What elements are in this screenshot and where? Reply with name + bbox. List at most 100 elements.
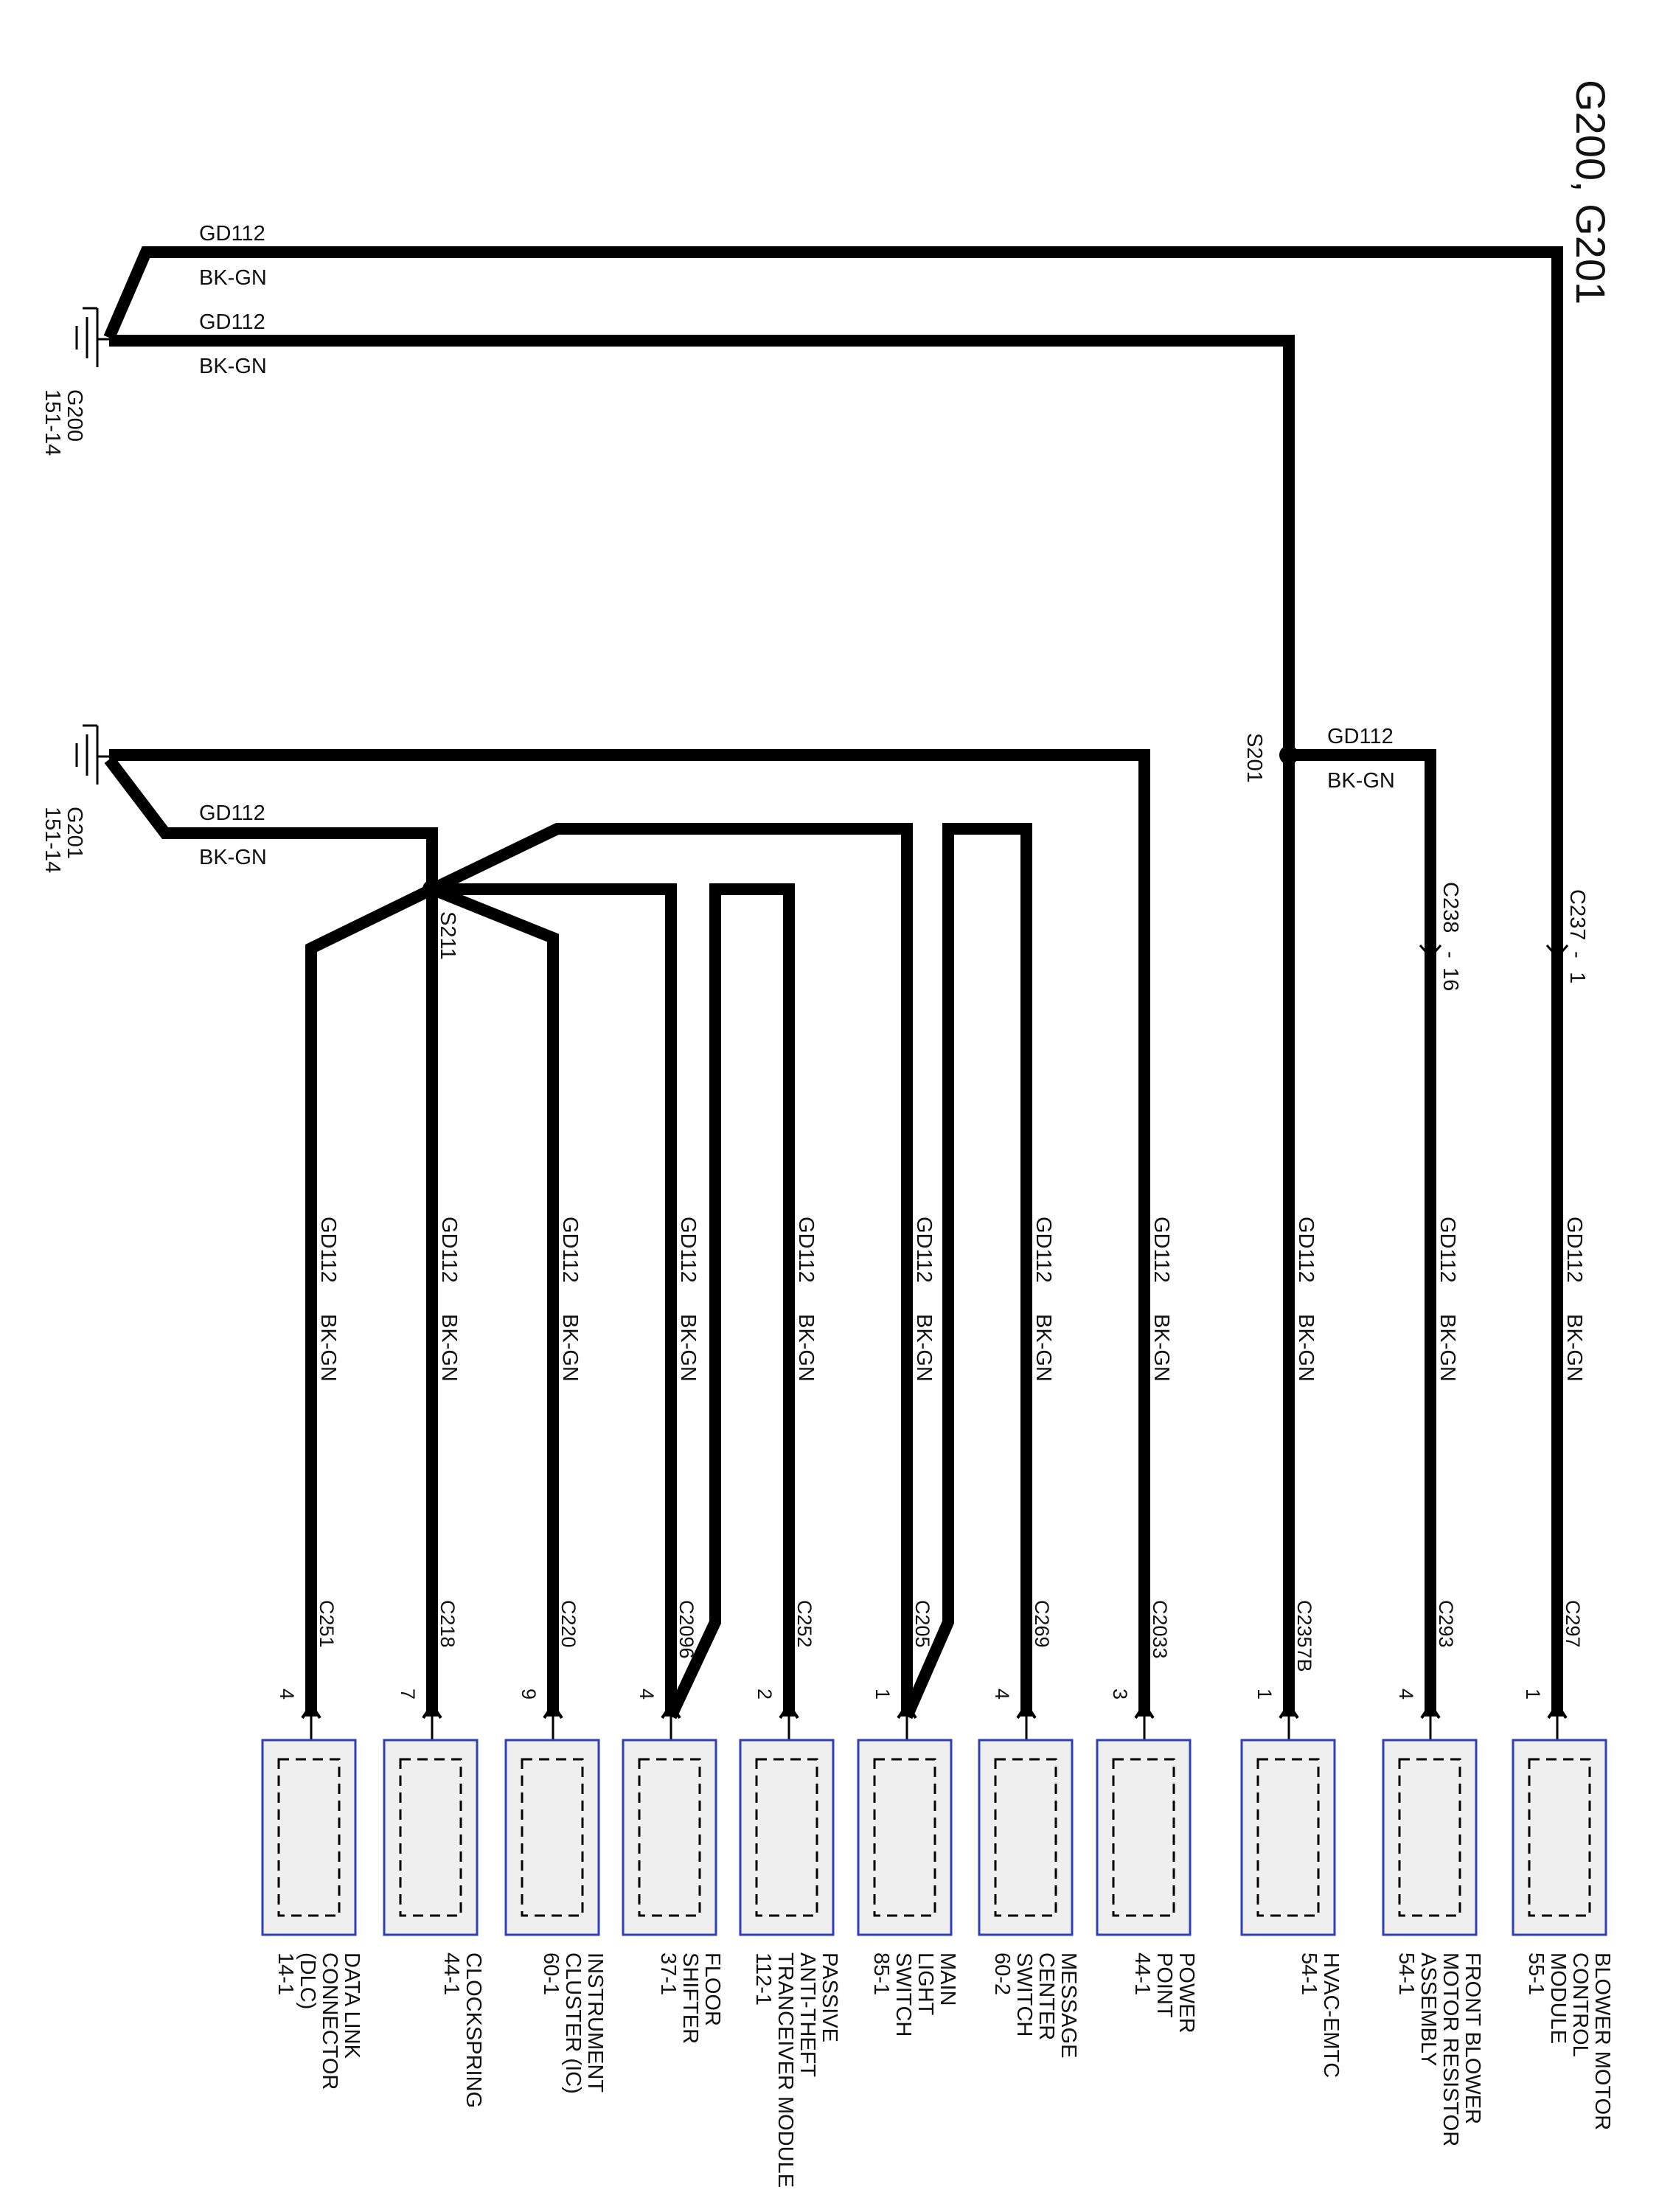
component-name-line: POINT (1152, 1952, 1176, 2018)
component-inner-outline (399, 1758, 462, 1917)
component-box (978, 1739, 1074, 1936)
wire-label-circuit: GD112 (676, 1217, 700, 1283)
wire-label-color: BK-GN (1032, 1314, 1055, 1382)
component-name-line: SWITCH (891, 1952, 915, 2037)
component-box (1382, 1739, 1478, 1936)
component-name-line: 14-1 (274, 1952, 297, 1995)
wire-label-color: BK-GN (1150, 1314, 1173, 1382)
connector-id: C297 (1562, 1600, 1584, 1648)
component-name-line: CONTROL (1568, 1952, 1592, 2057)
wire-label-circuit: GD112 (199, 310, 265, 334)
wire-label-color: BK-GN (676, 1314, 700, 1382)
wire-label-circuit: GD112 (437, 1217, 461, 1283)
connector-id: C220 (557, 1600, 580, 1648)
ground-g201-ref: 151-14 (41, 807, 64, 873)
wire-label-circuit: GD112 (1032, 1217, 1055, 1283)
wire-label-circuit: GD112 (1150, 1217, 1173, 1283)
connector-pin-number: 4 (991, 1688, 1013, 1700)
component-name-line: 55-1 (1524, 1952, 1548, 1995)
component-name-line: CLUSTER (IC) (561, 1952, 585, 2094)
wire-s211-dlc (305, 883, 435, 1717)
component-name-line: PASSIVE (818, 1952, 841, 2042)
svg-text:-: - (1565, 951, 1589, 959)
wire-label-circuit: GD112 (316, 1217, 340, 1283)
component-name-line: ASSEMBLY (1416, 1952, 1440, 2066)
ground-g200-name: G200 (63, 389, 86, 442)
wire-g200-blower-control (103, 246, 1563, 1717)
component-name-line: LIGHT (914, 1952, 937, 2016)
inline-connector-c237-name: C237 (1565, 889, 1589, 940)
component-inner-outline (755, 1758, 818, 1917)
component-name-line: SHIFTER (678, 1952, 702, 2044)
connector-pin-number: 2 (754, 1688, 776, 1700)
wire-label-color: BK-GN (794, 1314, 818, 1382)
wire-s211-ic (430, 883, 559, 1717)
component-inner-outline (277, 1758, 341, 1917)
wire-label-circuit: GD112 (1294, 1217, 1318, 1283)
wire-label-color: BK-GN (199, 266, 267, 290)
component-inner-outline (521, 1758, 584, 1917)
connector-id: C2033 (1149, 1600, 1171, 1659)
wire-label-color: BK-GN (316, 1314, 340, 1382)
component-box (1096, 1739, 1192, 1936)
component-name-line: 44-1 (1130, 1952, 1154, 1995)
component-inner-outline (1256, 1758, 1320, 1917)
component-name-line: MODULE (1546, 1952, 1570, 2044)
wire-label-color: BK-GN (1327, 769, 1395, 793)
component-name-line: SWITCH (1012, 1952, 1036, 2037)
connector-id: C269 (1031, 1600, 1053, 1648)
component-box (261, 1739, 357, 1936)
wire-g201-s211 (104, 756, 438, 889)
component-name-line: INSTRUMENT (583, 1952, 607, 2093)
splice-s201-label: S201 (1242, 733, 1266, 783)
wire-label-color: BK-GN (437, 1314, 461, 1382)
connector-pin-number: 3 (1109, 1688, 1131, 1700)
component-name-line: DATA LINK (340, 1952, 364, 2059)
wire-s211-main-light-switch (429, 823, 913, 1717)
component-name-line: 54-1 (1394, 1952, 1418, 1995)
wire-label-circuit: GD112 (794, 1217, 818, 1283)
connector-pin-number: 7 (397, 1688, 419, 1700)
component-name-line: MESSAGE (1057, 1952, 1080, 2058)
component-inner-outline (1398, 1758, 1461, 1917)
wire-label-color: BK-GN (558, 1314, 582, 1382)
component-name-line: 112-1 (751, 1952, 775, 2006)
component-box (383, 1739, 479, 1936)
wire-label-circuit: GD112 (199, 801, 265, 825)
connector-pin-number: 4 (1395, 1688, 1417, 1700)
wire-label-circuit: GD112 (1562, 1217, 1586, 1283)
component-inner-outline (1112, 1758, 1175, 1917)
component-box (1240, 1739, 1336, 1936)
component-box (504, 1739, 600, 1936)
wire-label-color: BK-GN (199, 846, 267, 869)
inline-connector-c237-icon (1545, 945, 1569, 959)
wire-label-circuit: GD112 (912, 1217, 936, 1283)
splice-s201-dot (1279, 745, 1298, 765)
component-inner-outline (1528, 1758, 1591, 1917)
component-box (622, 1739, 717, 1936)
splice-s211-label: S211 (436, 911, 459, 960)
wire-label-circuit: GD112 (199, 222, 265, 246)
component-name-line: MAIN (936, 1952, 959, 2006)
connector-pin-number: 1 (872, 1688, 894, 1700)
connector-pin-number: 4 (636, 1688, 658, 1700)
splice-s211-dot (422, 880, 442, 899)
connector-pin-number: 1 (1253, 1688, 1276, 1700)
wire-label-color: BK-GN (199, 355, 267, 378)
wire-g201-power-point (109, 749, 1150, 1717)
component-name-line: BLOWER MOTOR (1590, 1952, 1614, 2130)
component-name-line: CENTER (1034, 1952, 1058, 2040)
